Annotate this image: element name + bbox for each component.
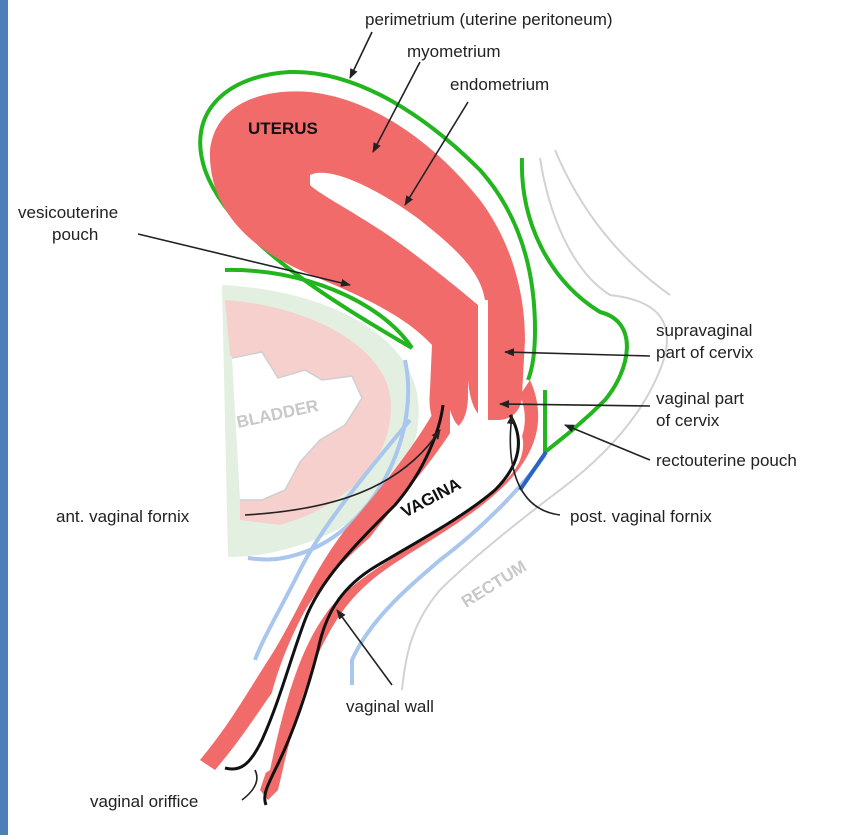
label-supravaginal-1: supravaginal [656,321,752,340]
label-rectum: RECTUM [458,557,530,612]
rectum-outline-outer [555,150,670,295]
label-uterus: UTERUS [248,119,318,138]
label-endometrium: endometrium [450,75,549,94]
label-vesicouterine-2: pouch [52,225,98,244]
leader-vaginal-wall [337,610,392,685]
leader-perimetrium [350,32,372,78]
leader-vaginal-part [500,404,650,406]
label-ant-fornix: ant. vaginal fornix [56,507,190,526]
label-supravaginal-2: part of cervix [656,343,754,362]
left-border-bar [0,0,8,835]
label-vaginal-part-1: vaginal part [656,389,744,408]
label-perimetrium: perimetrium (uterine peritoneum) [365,10,613,29]
label-myometrium: myometrium [407,42,501,61]
cervical-canal [478,300,488,420]
label-vesicouterine-1: vesicouterine [18,203,118,222]
leader-rectouterine [565,425,650,460]
label-vaginal-wall: vaginal wall [346,697,434,716]
label-vaginal-orifice: vaginal oriffice [90,792,198,811]
label-vaginal-part-2: of cervix [656,411,720,430]
label-rectouterine: rectouterine pouch [656,451,797,470]
leader-vaginal-orifice [242,770,257,800]
label-post-fornix: post. vaginal fornix [570,507,712,526]
